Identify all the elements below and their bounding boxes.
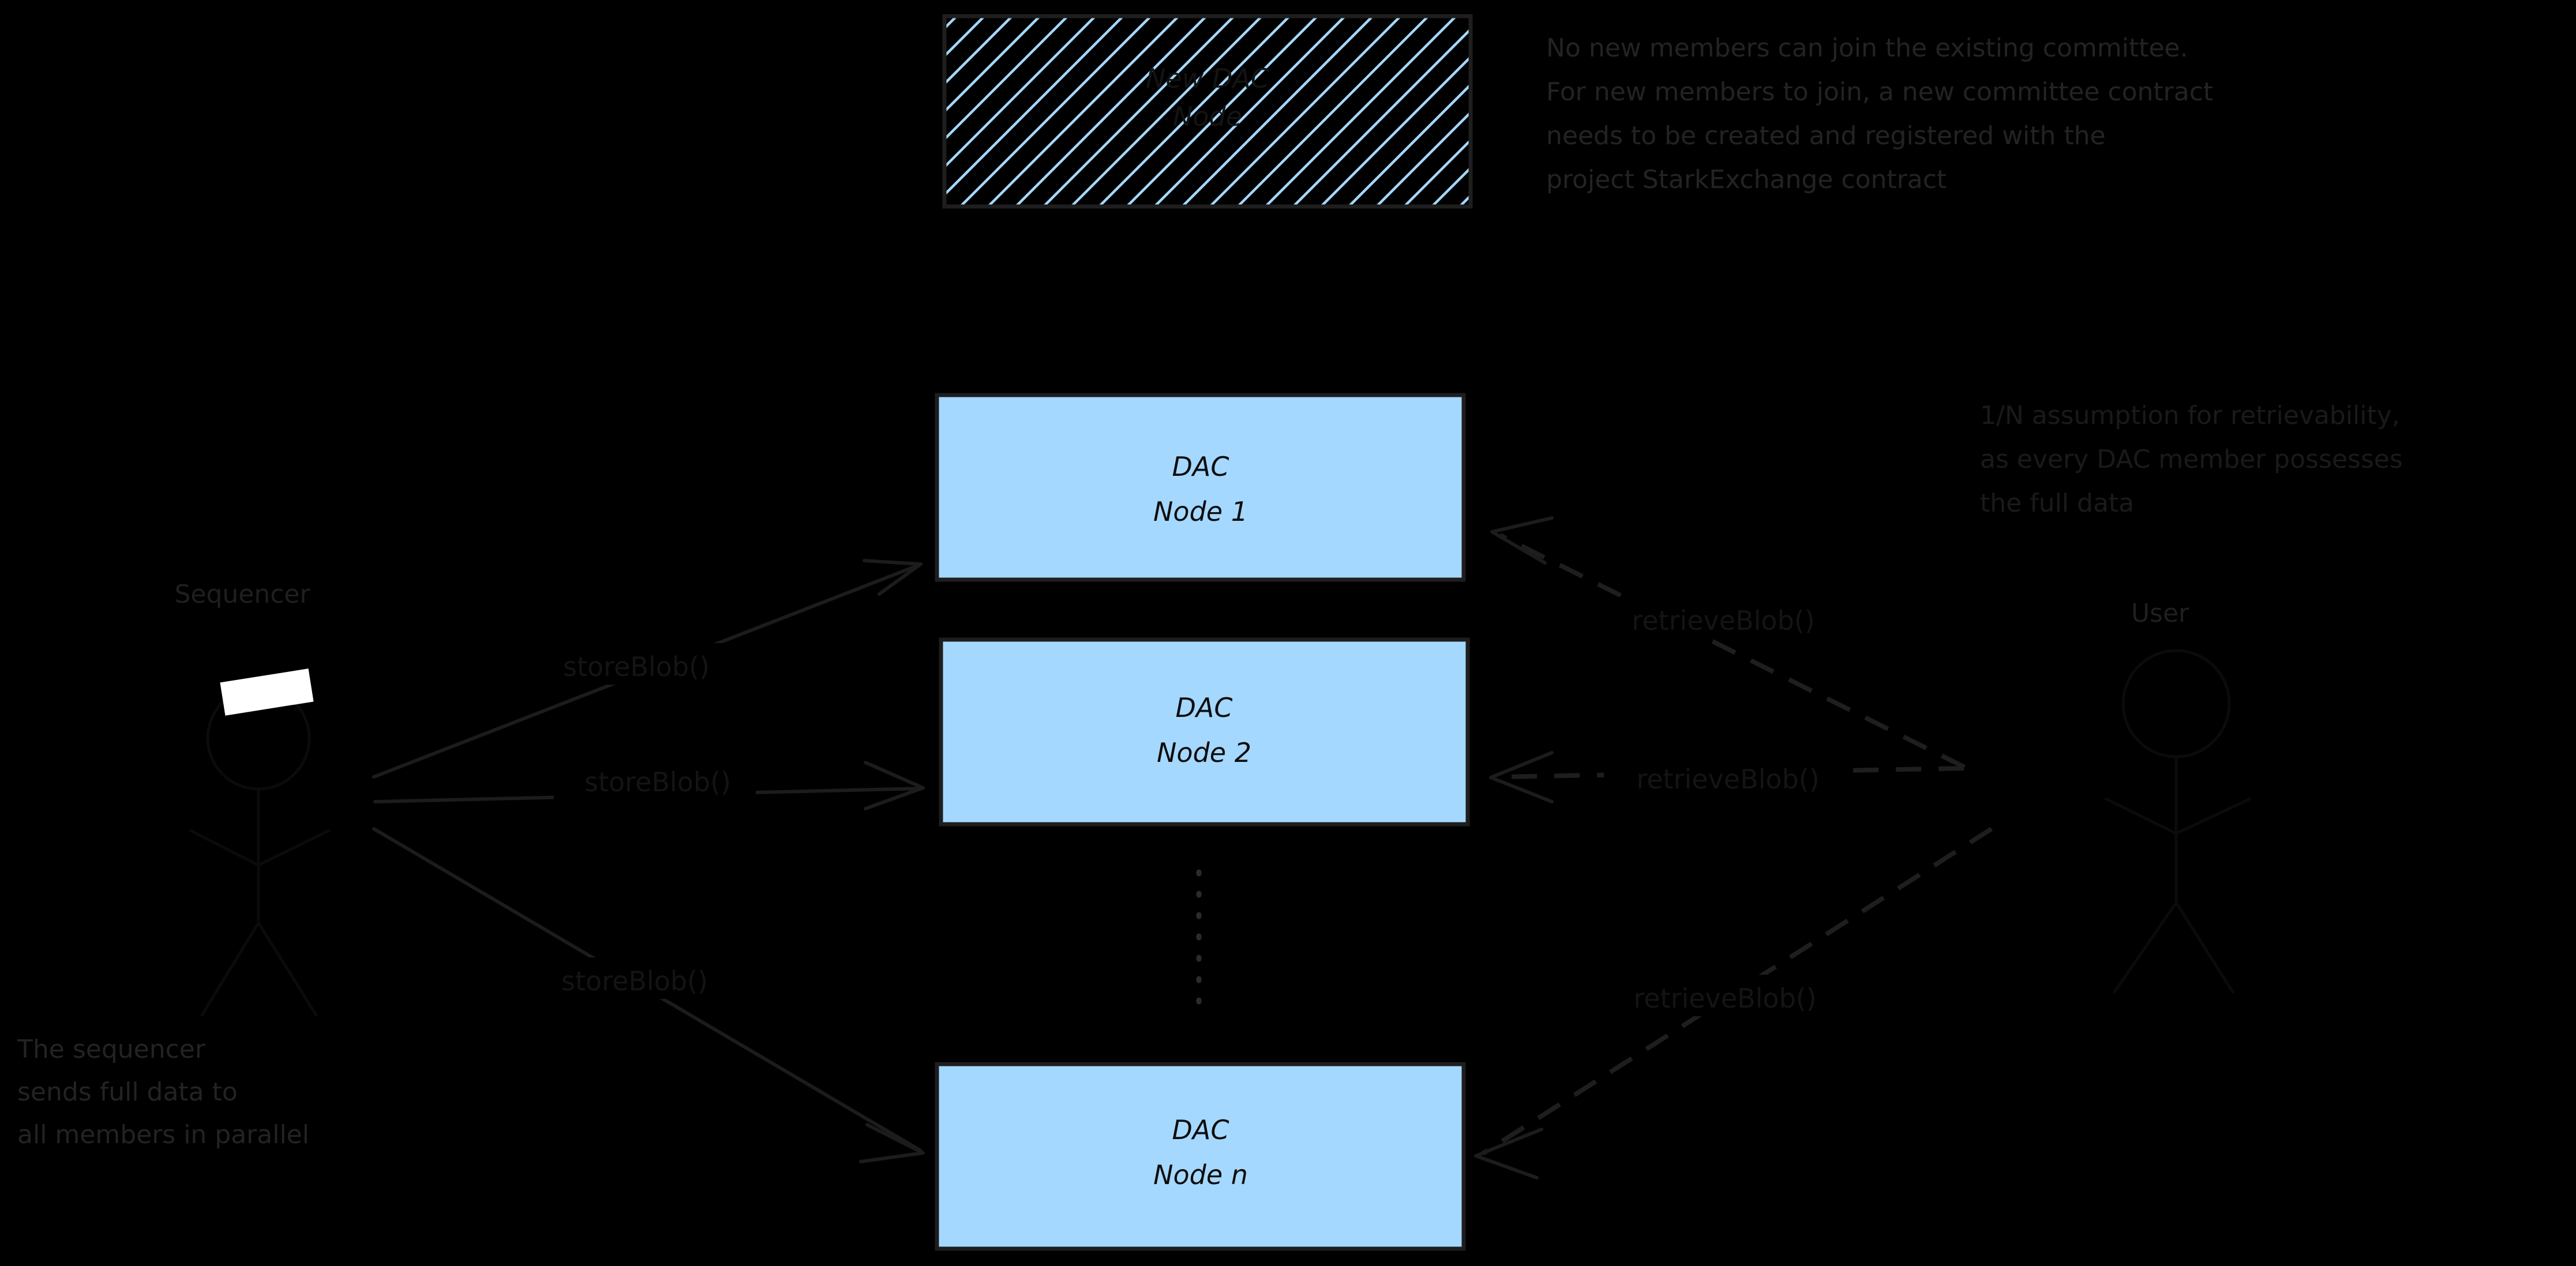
edge-retrieve-noden[interactable]: retrieveBlob() bbox=[1474, 827, 1993, 1179]
note-top-right-line-1: No new members can join the existing com… bbox=[1546, 33, 2188, 63]
note-top-right: No new members can join the existing com… bbox=[1546, 33, 2213, 194]
dac-node-2-rect bbox=[939, 637, 1470, 827]
note-top-right-line-4: project StarkExchange contract bbox=[1546, 165, 1947, 194]
dac-node-2-label-line2: Node 2 bbox=[1157, 737, 1251, 768]
sequencer-label: Sequencer bbox=[174, 580, 310, 609]
edge-store-node1[interactable]: storeBlob() bbox=[372, 559, 923, 779]
user-head-icon bbox=[2121, 649, 2231, 758]
user-figure[interactable] bbox=[2104, 649, 2252, 994]
edge-store-noden[interactable]: storeBlob() bbox=[372, 827, 925, 1163]
edge-retrieve-node2-label-bg bbox=[1604, 756, 1852, 797]
sequencer-note-sticker bbox=[220, 668, 314, 716]
dac-node-1-box[interactable]: DAC Node 1 bbox=[935, 393, 1466, 582]
edge-store-node2-label: storeBlob() bbox=[584, 767, 731, 798]
edge-store-node2[interactable]: storeBlob() bbox=[373, 758, 925, 810]
edge-store-noden-arrowhead bbox=[859, 1123, 925, 1163]
user-legs bbox=[2113, 901, 2234, 994]
edge-retrieve-noden-label-bg bbox=[1598, 975, 1846, 1016]
edge-retrieve-node1-arrowhead bbox=[1490, 516, 1554, 565]
dac-node-n-label-line1: DAC bbox=[1172, 1114, 1229, 1145]
edge-store-node2-label-bg bbox=[554, 758, 756, 800]
edge-retrieve-node1[interactable]: retrieveBlob() bbox=[1490, 516, 1966, 769]
new-dac-node-label-line1: New DAC bbox=[1146, 63, 1269, 94]
new-dac-node-box[interactable]: New DAC Node bbox=[942, 14, 1473, 209]
note-bottom-left-line-3: all members in parallel bbox=[17, 1120, 309, 1149]
note-bottom-left-line-2: sends full data to bbox=[17, 1077, 238, 1107]
note-right-line-2: as every DAC member possesses bbox=[1980, 445, 2403, 474]
edge-store-node1-label-bg bbox=[537, 643, 736, 685]
new-dac-node-rect bbox=[942, 14, 1473, 209]
edge-retrieve-noden-arrowhead bbox=[1474, 1128, 1543, 1179]
edge-store-node2-arrowhead bbox=[864, 761, 925, 810]
edge-retrieve-node1-line bbox=[1499, 533, 1966, 769]
dac-node-2-label-line1: DAC bbox=[1175, 692, 1232, 723]
note-top-right-line-3: needs to be created and registered with … bbox=[1546, 121, 2106, 151]
note-bottom-left: The sequencer sends full data to all mem… bbox=[17, 1035, 309, 1149]
dac-node-1-label-line1: DAC bbox=[1172, 451, 1229, 482]
edge-retrieve-node1-label: retrieveBlob() bbox=[1632, 605, 1814, 636]
dac-node-1-label-line2: Node 1 bbox=[1153, 496, 1248, 527]
dac-node-n-box[interactable]: DAC Node n bbox=[935, 1062, 1466, 1251]
user-arms bbox=[2104, 797, 2252, 835]
edge-retrieve-node1-label-bg bbox=[1598, 597, 1846, 638]
sequencer-figure[interactable] bbox=[189, 668, 331, 1017]
edge-retrieve-node2-arrowhead bbox=[1489, 751, 1554, 803]
dac-node-n-rect bbox=[935, 1062, 1466, 1251]
dac-node-1-rect bbox=[935, 393, 1466, 582]
edge-store-noden-label-bg bbox=[534, 957, 736, 999]
note-top-right-line-2: For new members to join, a new committee… bbox=[1546, 77, 2213, 107]
edge-retrieve-noden-label: retrieveBlob() bbox=[1633, 983, 1816, 1014]
sequencer-arms bbox=[189, 829, 331, 867]
edge-store-noden-label: storeBlob() bbox=[561, 966, 708, 997]
edge-retrieve-node2[interactable]: retrieveBlob() bbox=[1489, 751, 1964, 803]
note-bottom-left-line-1: The sequencer bbox=[17, 1035, 206, 1064]
edge-store-node1-label: storeBlob() bbox=[563, 651, 710, 682]
dac-node-n-label-line2: Node n bbox=[1153, 1159, 1248, 1190]
edge-retrieve-node2-label: retrieveBlob() bbox=[1636, 764, 1819, 795]
user-label: User bbox=[2131, 599, 2189, 628]
new-dac-node-label-line2: Node bbox=[1173, 101, 1242, 132]
dac-node-2-box[interactable]: DAC Node 2 bbox=[939, 637, 1470, 827]
note-right: 1/N assumption for retrievability, as ev… bbox=[1980, 401, 2403, 518]
sequencer-legs bbox=[200, 921, 318, 1017]
note-right-line-1: 1/N assumption for retrievability, bbox=[1980, 401, 2400, 430]
note-right-line-3: the full data bbox=[1980, 489, 2134, 518]
edge-store-node1-arrowhead bbox=[863, 559, 923, 596]
